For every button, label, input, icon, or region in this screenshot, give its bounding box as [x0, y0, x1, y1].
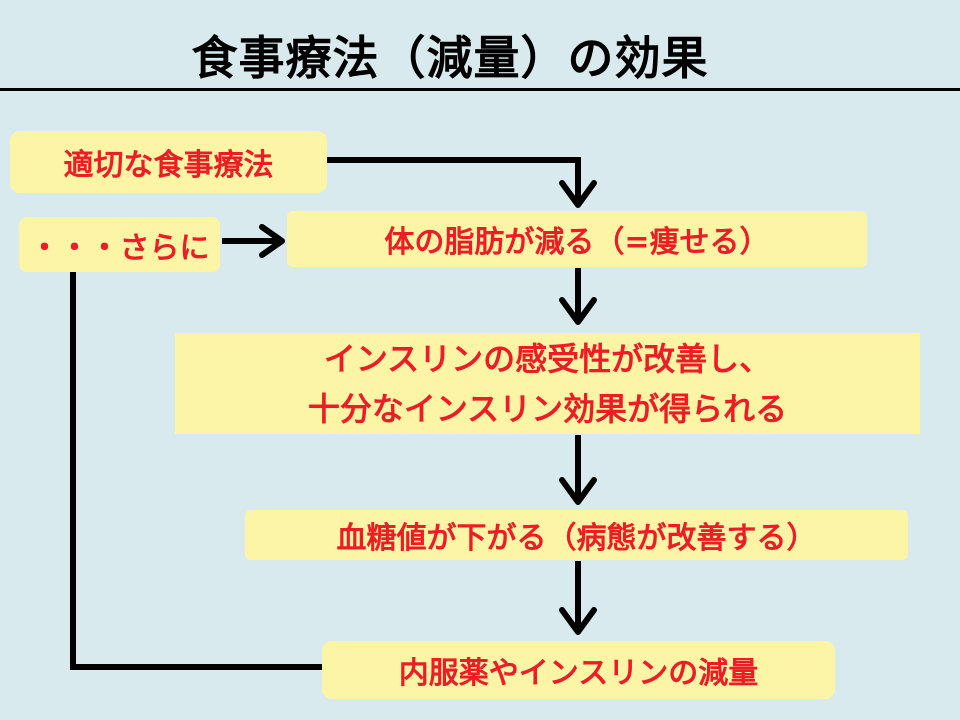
box-insulin-sensitivity-line2: 十分なインスリン効果が得られる [307, 389, 788, 428]
page-title: 食事療法（減量）の効果 [191, 31, 709, 85]
box-insulin-sensitivity: インスリンの感受性が改善し、 十分なインスリン効果が得られる [175, 333, 920, 434]
box-blood-glucose-lowered-label: 血糖値が下がる（病態が改善する） [336, 521, 817, 556]
arrowhead-diet-to-fat [559, 180, 597, 208]
arrowhead-fat-to-insulin [559, 297, 597, 325]
box-furthermore: ・・・さらに [19, 217, 220, 272]
box-appropriate-diet: 適切な食事療法 [10, 131, 327, 193]
box-furthermore-label: ・・・さらに [29, 230, 210, 266]
connector-reduce-loop-to-more [70, 272, 322, 670]
box-body-fat-reduced-label: 体の脂肪が減る（=痩せる） [384, 225, 770, 260]
arrowhead-glucose-to-reduce [559, 607, 597, 635]
box-appropriate-diet-label: 適切な食事療法 [63, 148, 274, 183]
box-blood-glucose-lowered: 血糖値が下がる（病態が改善する） [245, 510, 908, 560]
arrowhead-insulin-to-glucose [559, 477, 597, 505]
box-insulin-sensitivity-line1: インスリンの感受性が改善し、 [323, 339, 772, 378]
connector-diet-to-fat [327, 157, 581, 203]
box-medication-reduction-label: 内服薬やインスリンの減量 [398, 656, 759, 691]
box-medication-reduction: 内服薬やインスリンの減量 [322, 641, 835, 699]
arrowhead-more-to-fat [259, 224, 285, 258]
title-divider [0, 88, 960, 91]
box-body-fat-reduced: 体の脂肪が減る（=痩せる） [287, 211, 867, 267]
